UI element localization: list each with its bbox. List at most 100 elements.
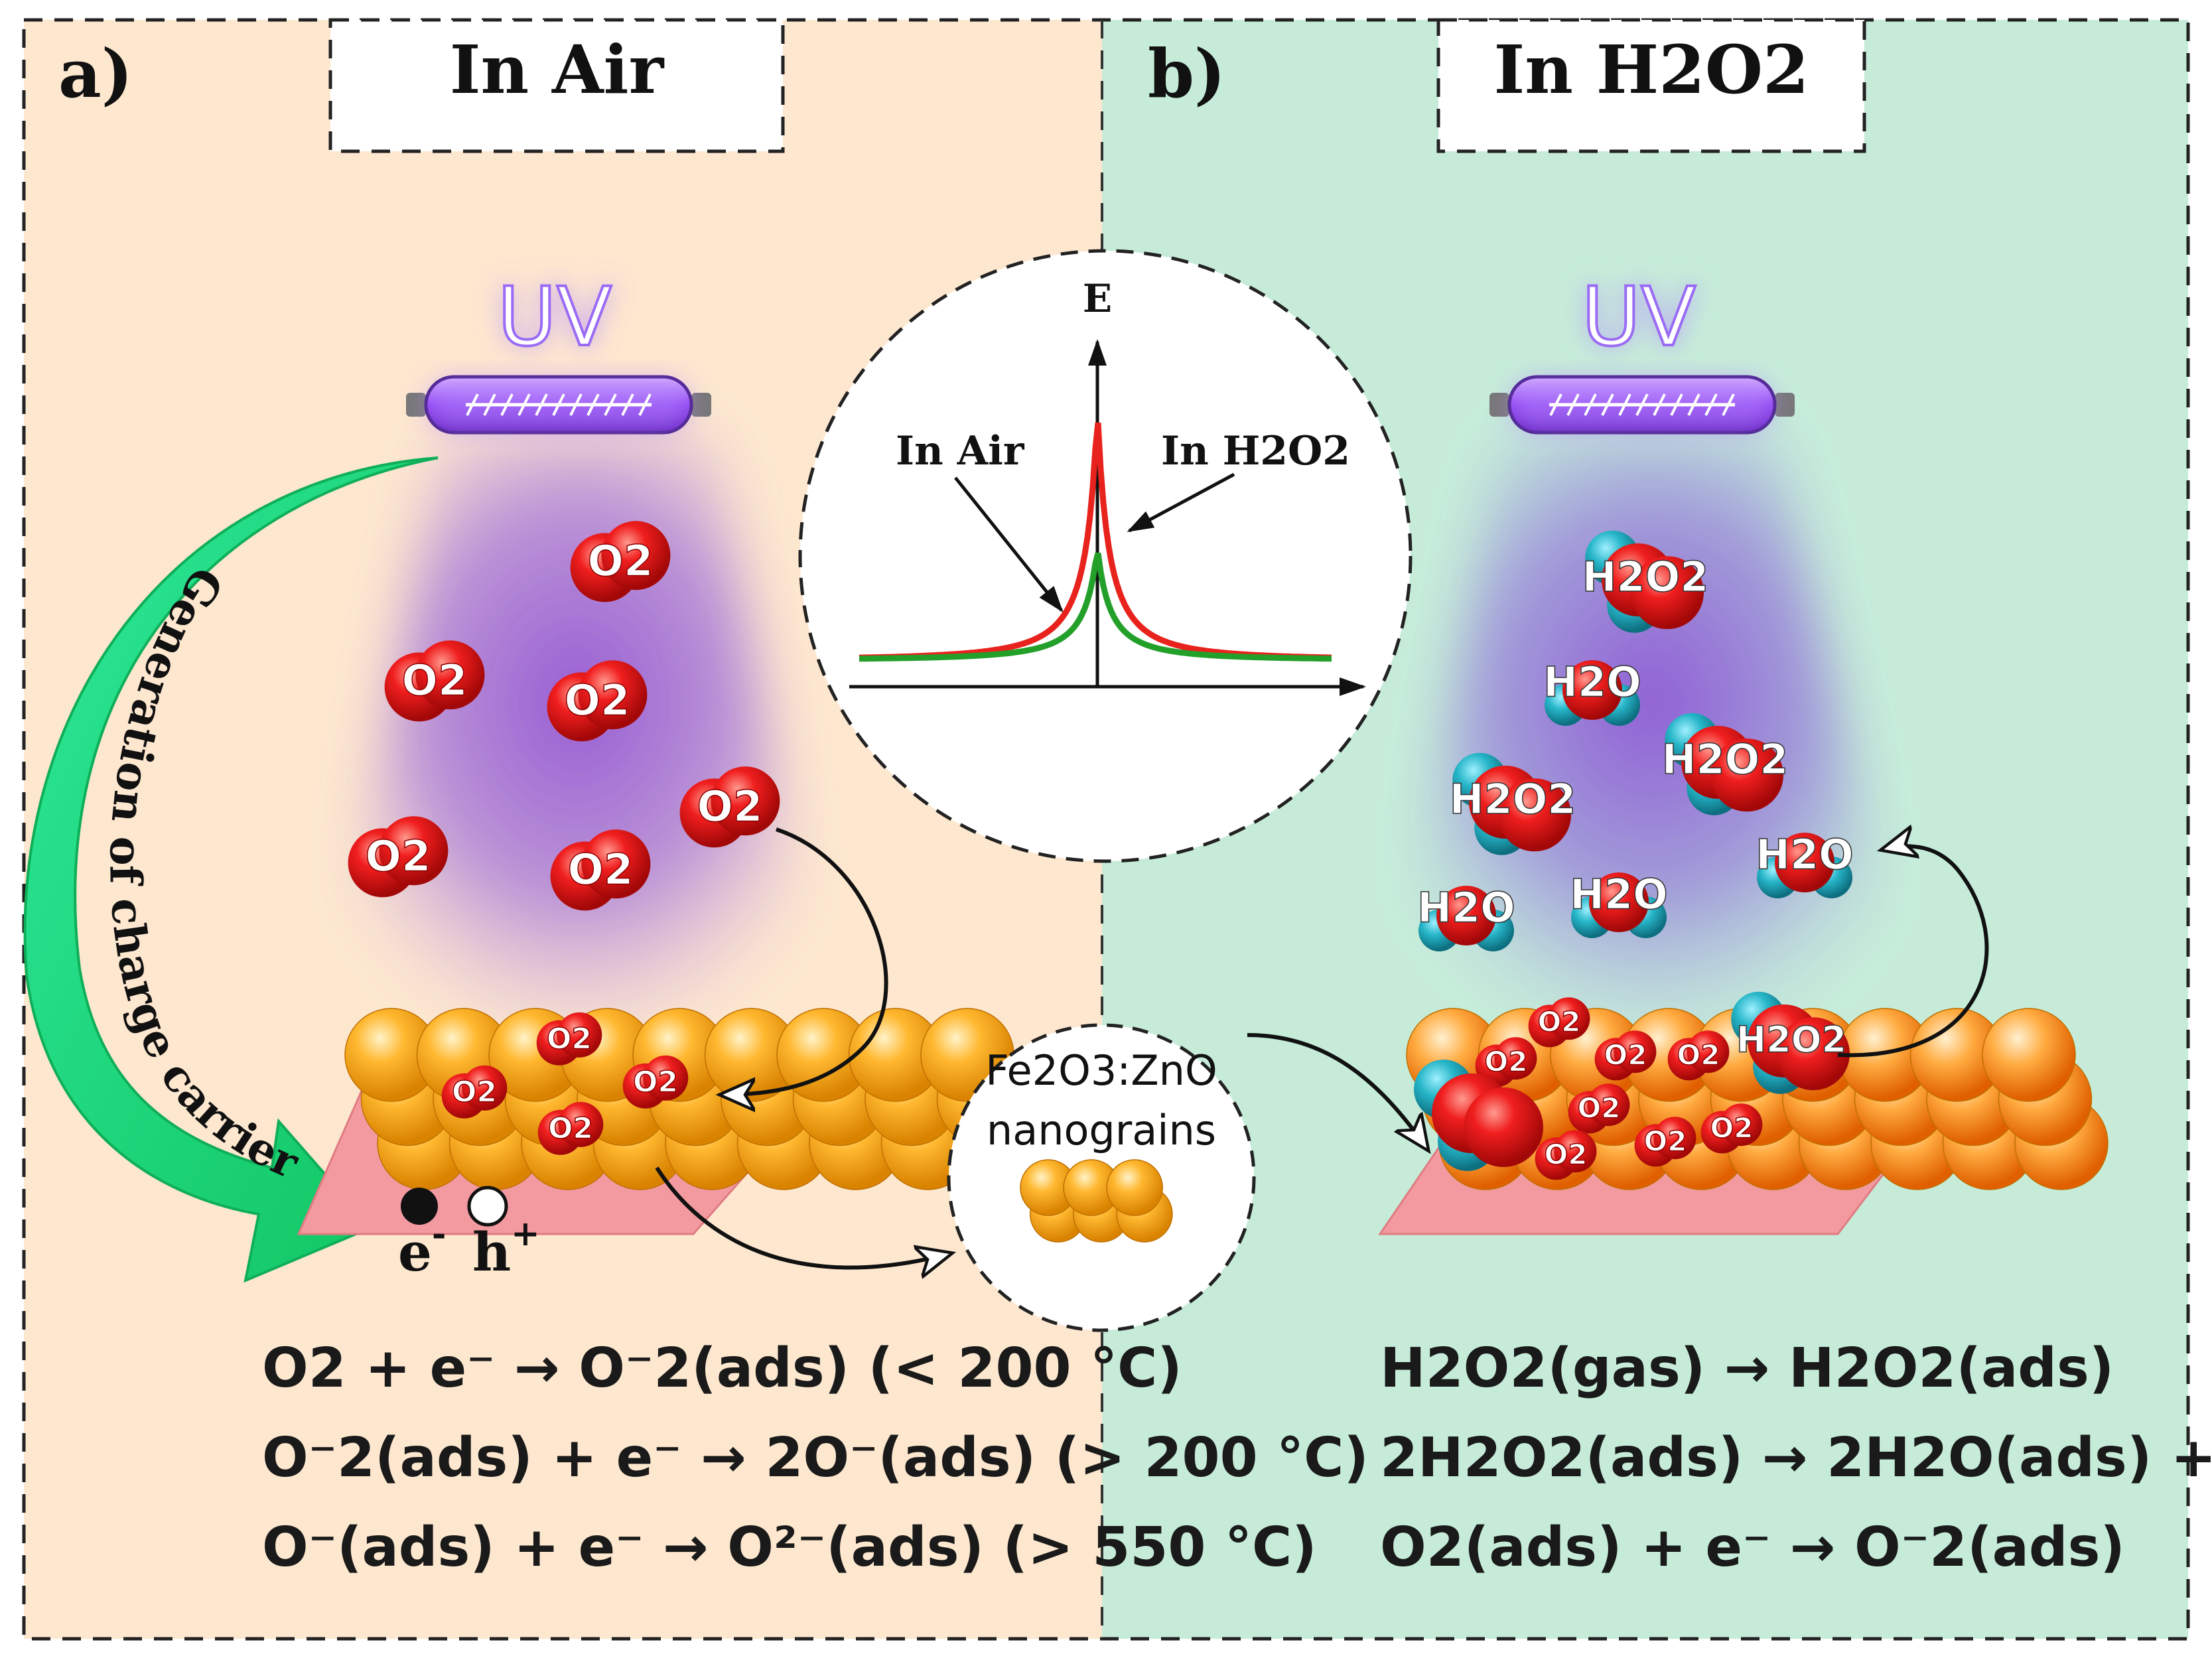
lamp-filament-tick: [1549, 393, 1562, 416]
uv-glow-a: [318, 431, 836, 1075]
molecule-label: O2: [1710, 1112, 1754, 1144]
molecule-label: H2O2: [1662, 735, 1789, 784]
oxygen-atom: [1720, 1103, 1763, 1146]
o2-molecule: O2: [1634, 1117, 1696, 1167]
molecule-label: O2: [1644, 1125, 1687, 1158]
h2o-molecule: H2O: [1417, 883, 1516, 951]
uv-lamp-b-icon: [1489, 375, 1795, 435]
panel-b-title: In H2O2: [1493, 31, 1809, 109]
o2-molecule: O2: [622, 1055, 689, 1109]
energy-axis-label: E: [1083, 276, 1112, 321]
h2o2-molecule: [1414, 1060, 1543, 1171]
molecule-label: O2: [452, 1075, 497, 1109]
o2-molecule: O2: [570, 521, 671, 602]
label-in-h2o2: In H2O2: [1161, 428, 1350, 474]
molecule-label: H2O: [1570, 870, 1668, 918]
lamp-filament-tick: [466, 393, 479, 416]
equation-b-3: O2(ads) + e⁻ → O⁻2(ads): [1380, 1516, 2125, 1579]
lamp-cap: [1489, 393, 1509, 417]
o2-molecule: O2: [1667, 1030, 1730, 1081]
oxygen-atom: [558, 1101, 604, 1147]
lamp-filament-tick: [1687, 393, 1700, 416]
molecule-label: O2: [697, 782, 763, 831]
oxygen-atom: [462, 1065, 508, 1111]
molecule-label: H2O2: [1450, 775, 1576, 823]
h2o2-molecule: H2O2: [1731, 991, 1850, 1094]
electron-icon: [401, 1188, 438, 1225]
lamp-filament-tick: [1722, 393, 1735, 416]
nanograins-formula: Fe2O3:ZnO: [985, 1046, 1217, 1095]
uv-label-a-glow: UV: [498, 270, 612, 364]
oxygen-atom: [711, 766, 780, 836]
lamp-filament-tick: [1704, 393, 1718, 416]
equation-a-3: O⁻(ads) + e⁻ → O²⁻(ads) (> 550 °C): [262, 1516, 1317, 1579]
molecule-label: O2: [548, 1111, 593, 1145]
oxygen-atom: [1464, 1087, 1543, 1167]
equation-b-2: 2H2O2(ads) → 2H2O(ads) + O2(ads): [1380, 1426, 2212, 1489]
lamp-filament-tick: [1584, 393, 1597, 416]
o2-molecule: O2: [536, 1012, 602, 1066]
oxygen-atom: [1614, 1030, 1657, 1073]
oxygen-atom: [379, 816, 449, 886]
figure-border: [22, 18, 2190, 1641]
oxygen-atom: [1631, 556, 1704, 630]
label-in-air: In Air: [896, 428, 1025, 474]
o2-molecule: O2: [348, 816, 449, 898]
o2-molecule: O2: [441, 1065, 508, 1119]
molecule-label: O2: [633, 1065, 678, 1099]
molecule-label: O2: [565, 676, 630, 725]
h2o-molecule: H2O: [1569, 870, 1669, 938]
h2o-molecule: H2O: [1755, 830, 1854, 898]
h2o2-molecule: H2O2: [1661, 713, 1789, 815]
lamp-filament-tick: [638, 393, 652, 416]
pointer-in-h2o2: [1127, 472, 1235, 533]
panel-a-title-box: [328, 18, 785, 153]
lamp-filament-tick: [500, 393, 514, 416]
lamp-filament-tick: [1635, 393, 1649, 416]
oxygen-atom: [1547, 997, 1590, 1040]
oxygen-atom: [1494, 1037, 1537, 1080]
energy-inset-circle: [798, 249, 1413, 863]
lamp-cap: [1775, 393, 1795, 417]
o2-molecule: O2: [1568, 1083, 1630, 1134]
molecule-label: H2O: [1543, 657, 1641, 706]
lamp-filament-tick: [535, 393, 548, 416]
molecule-label: O2: [547, 1022, 592, 1056]
o2-molecule: O2: [537, 1101, 604, 1155]
equation-b-1: H2O2(gas) → H2O2(ads): [1380, 1337, 2114, 1400]
equation-a-1: O2 + e⁻ → O⁻2(ads) (< 200 °C): [262, 1337, 1182, 1400]
grain: [1106, 1159, 1163, 1216]
molecule-label: H2O2: [1736, 1018, 1846, 1060]
lamp-filament-tick: [621, 393, 634, 416]
hole-label: h+: [472, 1213, 540, 1283]
o2-molecule: O2: [550, 829, 651, 911]
lamp-filament-tick: [1670, 393, 1683, 416]
molecule-label: O2: [1538, 1006, 1581, 1038]
o2-molecule: O2: [547, 660, 648, 742]
oxygen-atom: [581, 829, 651, 899]
uv-label-b: UV: [1582, 270, 1696, 364]
oxygen-atom: [1777, 1017, 1850, 1091]
desorption-arrow-b: [1837, 846, 1989, 1058]
lamp-filament-tick: [604, 393, 617, 416]
oxygen-atom: [601, 521, 671, 590]
oxygen-atom: [415, 640, 485, 710]
pointer-in-air: [954, 476, 1064, 613]
molecule-label: O2: [402, 656, 468, 705]
nanograins-inset: Fe2O3:ZnO nanograins: [947, 1023, 1256, 1332]
lamp-filament-tick: [569, 393, 583, 416]
from-nanograins-arrow: [1247, 1033, 1426, 1148]
hole-icon: [467, 1186, 508, 1227]
oxygen-atom: [643, 1055, 689, 1101]
uv-lamp-a-icon: [406, 375, 711, 435]
charge-generation-arrow: [23, 456, 439, 1283]
uv-label-b-group: UV UV: [1580, 269, 1698, 366]
lamp-filament-tick: [1601, 393, 1614, 416]
electron-label: e-: [398, 1213, 447, 1283]
lamp-filament-tick: [518, 393, 531, 416]
